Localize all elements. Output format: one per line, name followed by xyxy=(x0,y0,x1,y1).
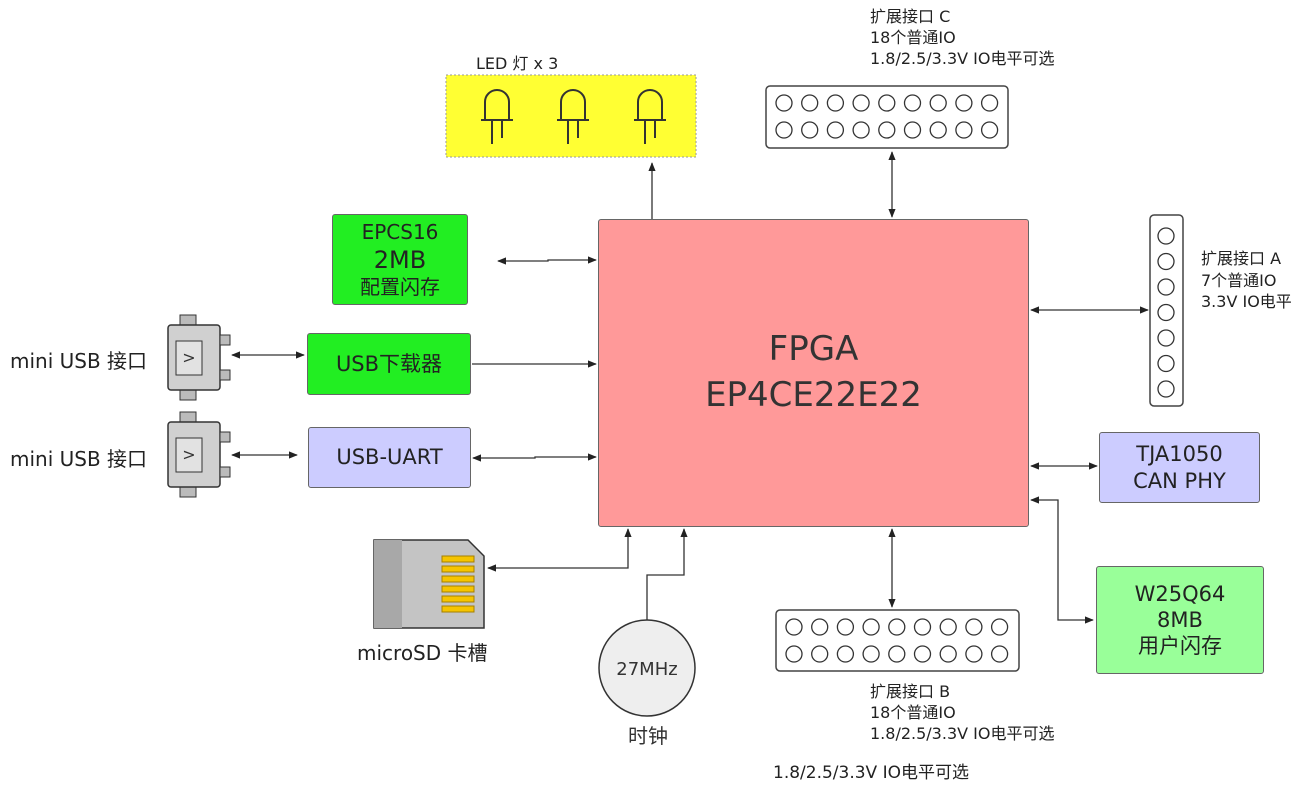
epcs-model: EPCS16 xyxy=(361,219,439,244)
header-b-label: 扩展接口 B 18个普通IO 1.8/2.5/3.3V IO电平可选 xyxy=(870,682,1054,744)
connector-pin xyxy=(1157,380,1175,398)
connections xyxy=(231,151,1149,624)
epcs-desc: 配置闪存 xyxy=(360,274,440,299)
user-flash-block: W25Q64 8MB 用户闪存 xyxy=(1096,566,1264,674)
microsd-card-icon xyxy=(373,539,485,629)
connector-pin xyxy=(1157,278,1175,296)
connector-pin xyxy=(852,94,870,112)
connector-pin xyxy=(811,618,829,636)
connector-pin xyxy=(811,645,829,663)
connector-pin xyxy=(775,121,793,139)
connector-pin xyxy=(862,645,880,663)
svg-text:>: > xyxy=(182,348,195,367)
header-c-io-count: 18个普通IO xyxy=(870,27,956,47)
arrow-fpga-w25 xyxy=(1030,496,1094,624)
led-icon xyxy=(481,89,513,144)
header-b-io-count: 18个普通IO xyxy=(870,702,956,722)
connector-pin xyxy=(826,94,845,112)
connector-pin xyxy=(836,645,855,663)
fpga-block: FPGA EP4CE22E22 xyxy=(598,219,1029,527)
header-b-io-level-extra: 1.8/2.5/3.3V IO电平可选 xyxy=(773,763,969,783)
epcs-config-flash-block: EPCS16 2MB 配置闪存 xyxy=(332,214,468,305)
mini-usb-connector-icon: > xyxy=(167,314,231,401)
connector-pin xyxy=(955,121,973,139)
connector-pin xyxy=(1157,329,1175,347)
usb-uart-block: USB-UART xyxy=(308,427,471,488)
connector-pin xyxy=(965,645,983,663)
led-icon xyxy=(634,89,666,144)
connector-pin xyxy=(939,645,957,663)
header-c-label: 扩展接口 C 18个普通IO 1.8/2.5/3.3V IO电平可选 xyxy=(870,7,1054,69)
mini-usb-label-2: mini USB 接口 xyxy=(10,447,148,471)
w25-desc: 用户闪存 xyxy=(1138,634,1222,659)
connector-pin xyxy=(1157,227,1175,245)
connector-pin xyxy=(990,618,1009,636)
connector-pin xyxy=(836,618,855,636)
header-c-connector xyxy=(765,85,1009,149)
connector-pin xyxy=(1157,354,1175,373)
header-a-io-count: 7个普通IO xyxy=(1201,270,1277,290)
header-a-title: 扩展接口 A xyxy=(1201,249,1282,268)
fpga-title: FPGA xyxy=(768,329,859,370)
connector-pin xyxy=(801,94,819,112)
can-model: TJA1050 xyxy=(1136,442,1223,467)
usb-downloader-label: USB下载器 xyxy=(335,351,443,376)
connector-pin xyxy=(913,645,932,663)
arrow-uart-fpga xyxy=(472,453,597,462)
connector-pin xyxy=(775,94,793,112)
epcs-size: 2MB xyxy=(373,245,427,274)
w25-model: W25Q64 xyxy=(1134,581,1226,606)
clock-label: 时钟 xyxy=(628,724,668,748)
header-b-connector xyxy=(775,609,1020,672)
w25-size: 8MB xyxy=(1157,607,1203,632)
can-phy-block: TJA1050 CAN PHY xyxy=(1099,432,1260,503)
header-a-io-level: 3.3V IO电平 xyxy=(1201,292,1292,312)
clock-freq: 27MHz xyxy=(616,659,677,680)
connector-pin xyxy=(929,121,947,139)
connector-pin xyxy=(913,618,932,636)
header-a-label: 扩展接口 A 7个普通IO 3.3V IO电平 xyxy=(1201,248,1292,313)
connector-pin xyxy=(826,121,845,139)
connector-pin xyxy=(878,94,896,112)
connector-pin xyxy=(852,121,870,139)
header-b-title: 扩展接口 B xyxy=(870,682,951,701)
usb-uart-label: USB-UART xyxy=(336,445,443,470)
connector-pin xyxy=(801,121,819,139)
connector-pin xyxy=(965,618,983,636)
connector-pin xyxy=(955,94,973,112)
header-a-connector xyxy=(1149,214,1184,407)
arrow-epcs-fpga xyxy=(497,256,597,265)
connector-pin xyxy=(1157,303,1175,322)
mini-usb-connector-icon: > xyxy=(167,411,231,498)
connector-pin xyxy=(888,618,906,636)
arrow-clock-fpga xyxy=(646,528,688,620)
header-b-io-level: 1.8/2.5/3.3V IO电平可选 xyxy=(870,723,1055,743)
arrow-microsd-fpga xyxy=(487,528,632,572)
header-c-io-level: 1.8/2.5/3.3V IO电平可选 xyxy=(870,48,1055,68)
led-panel xyxy=(445,74,697,158)
microsd-label: microSD 卡槽 xyxy=(357,641,488,665)
connector-pin xyxy=(862,618,880,636)
connector-pin xyxy=(903,121,922,139)
led-label: LED 灯 x 3 xyxy=(476,54,559,73)
usb-downloader-block: USB下载器 xyxy=(307,333,471,395)
svg-text:>: > xyxy=(182,445,195,464)
fpga-part: EP4CE22E22 xyxy=(705,375,922,415)
connector-pin xyxy=(939,618,957,636)
connector-pin xyxy=(888,645,906,663)
connector-pin xyxy=(929,94,947,112)
connector-pin xyxy=(980,121,999,139)
connector-pin xyxy=(903,94,922,112)
connector-pin xyxy=(980,94,999,112)
connector-pin xyxy=(785,645,803,663)
connector-pin xyxy=(1157,252,1175,271)
connector-pin xyxy=(785,618,803,636)
connector-pin xyxy=(878,121,896,139)
connector-pin xyxy=(990,645,1009,663)
can-desc: CAN PHY xyxy=(1133,468,1226,493)
mini-usb-label-1: mini USB 接口 xyxy=(10,349,148,373)
header-c-title: 扩展接口 C xyxy=(870,7,951,26)
led-icon xyxy=(557,89,589,144)
